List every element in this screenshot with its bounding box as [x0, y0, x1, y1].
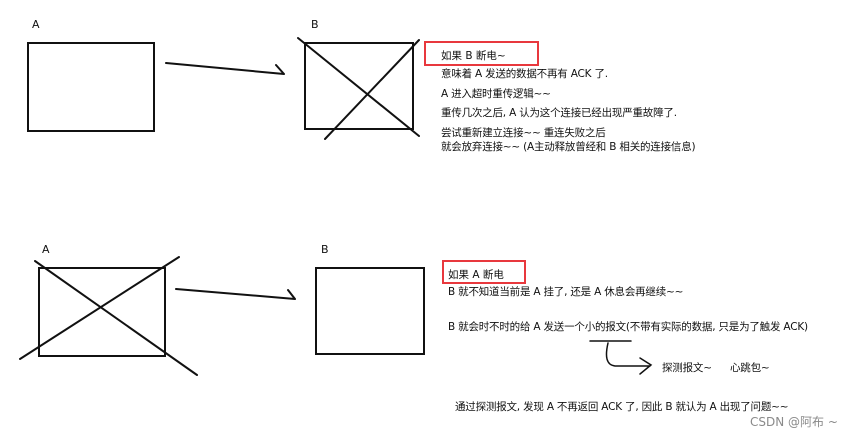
node-b-box-1: [304, 42, 414, 130]
watermark: CSDN @阿布 ~: [750, 415, 838, 429]
scenario2-conclusion: 通过探测报文, 发现 A 不再返回 ACK 了, 因此 B 就认为 A 出现了问…: [455, 401, 789, 413]
scenario2-line-1: B 就不知道当前是 A 挂了, 还是 A 休息会再继续~~: [448, 286, 684, 298]
cross-line-2b: [19, 256, 180, 360]
node-a-box-2: [38, 267, 166, 357]
scenario2-heading: 如果 A 断电: [448, 269, 504, 281]
cross-line-2a: [34, 260, 198, 376]
node-a-box-1: [27, 42, 155, 132]
scenario1-line-2: A 进入超时重传逻辑~~: [441, 87, 551, 100]
node-b-label-2: B: [321, 243, 329, 256]
annotation-heartbeat: 心跳包~: [730, 362, 770, 374]
scenario1-line-3: 重传几次之后, A 认为这个连接已经出现严重故障了.: [441, 107, 677, 119]
node-a-label-1: A: [32, 18, 40, 31]
cross-line-1a: [297, 37, 420, 137]
scenario2-line-2: B 就会时不时的给 A 发送一个小的报文(不带有实际的数据, 只是为了触发 AC…: [448, 321, 808, 333]
node-b-box-2: [315, 267, 425, 355]
curved-arrow: [605, 342, 653, 375]
arrow-a-to-b-1: [165, 62, 285, 75]
node-a-label-2: A: [42, 243, 50, 256]
scenario1-line-1: 意味着 A 发送的数据不再有 ACK 了.: [441, 68, 608, 80]
scenario1-line-4: 尝试重新建立连接~~ 重连失败之后: [441, 126, 606, 139]
arrow-a-to-b-2: [175, 288, 296, 300]
node-b-label-1: B: [311, 18, 319, 31]
scenario1-heading: 如果 B 断电~: [441, 50, 506, 62]
cross-line-1b: [324, 39, 420, 140]
highlight-box-2: [442, 260, 526, 284]
scenario1-line-5: 就会放弃连接~~ (A主动释放曾经和 B 相关的连接信息): [441, 141, 696, 153]
highlight-box-1: [424, 41, 539, 66]
annotation-probe-packet: 探测报文~: [662, 362, 712, 374]
